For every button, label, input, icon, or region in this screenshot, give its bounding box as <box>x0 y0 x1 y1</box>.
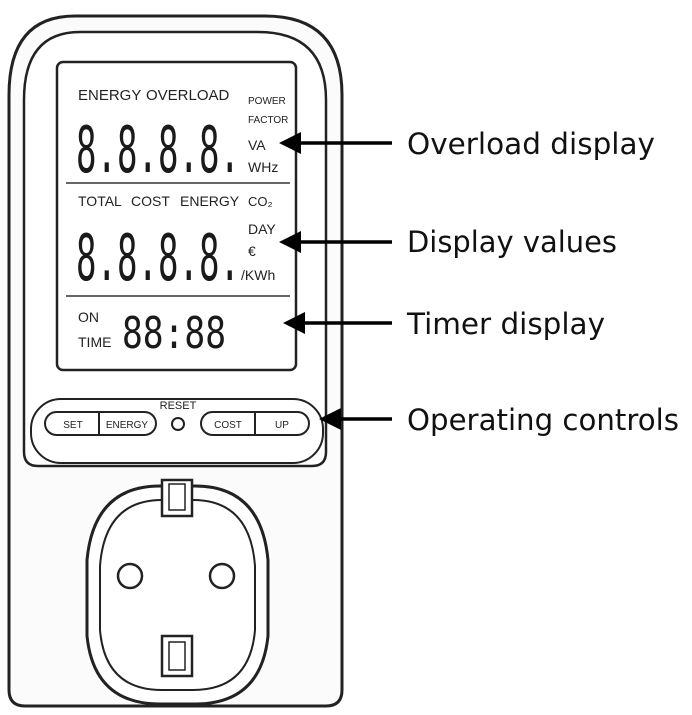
label-whz: WHz <box>248 159 278 175</box>
lcd-section-values: TOTAL COST ENERGY CO₂ DAY € /KWh 8.8.8.8… <box>76 193 276 296</box>
lcd-section-timer: ON TIME 88:88 <box>78 308 226 359</box>
arrow-timer <box>283 312 392 334</box>
label-co2: CO₂ <box>248 194 273 209</box>
socket <box>85 478 270 706</box>
arrow-values <box>279 231 392 253</box>
label-energy-top: ENERGY <box>78 87 141 104</box>
cost-button[interactable]: COST <box>214 420 242 431</box>
up-button[interactable]: UP <box>275 420 289 431</box>
callout-overload-display: Overload display <box>407 127 655 161</box>
lcd-screen: ENERGY OVERLOAD POWER FACTOR VA WHz 8.8.… <box>55 60 298 372</box>
label-energy-mid: ENERGY <box>180 193 240 209</box>
label-total: TOTAL <box>78 193 122 209</box>
callout-arrows <box>279 132 392 430</box>
arrow-overload <box>279 132 392 154</box>
callout-timer-display: Timer display <box>406 307 605 341</box>
socket-pin-hole-left <box>116 562 144 590</box>
lcd-section-overload: ENERGY OVERLOAD POWER FACTOR VA WHz 8.8.… <box>76 87 288 188</box>
label-kwh: /KWh <box>241 267 275 283</box>
socket-inner-ring <box>99 499 256 691</box>
socket-pin-hole-right <box>208 562 236 590</box>
callout-display-values: Display values <box>407 225 617 259</box>
label-time: TIME <box>78 334 111 350</box>
label-va: VA <box>248 137 266 153</box>
cost-button-label: COST <box>214 420 242 431</box>
left-button-group <box>44 411 157 436</box>
energy-button[interactable]: ENERGY <box>106 420 149 431</box>
label-cost: COST <box>131 193 170 209</box>
energy-button-label: ENERGY <box>106 420 149 431</box>
up-button-label: UP <box>275 420 289 431</box>
label-factor: FACTOR <box>248 115 288 126</box>
earth-clip-bottom-inner <box>168 641 186 671</box>
callout-operating-controls: Operating controls <box>407 403 679 437</box>
overload-digits: 8.8.8.8. <box>76 114 240 188</box>
controls-area: RESET SET ENERGY COST UP <box>30 398 324 464</box>
label-power: POWER <box>248 96 286 107</box>
callout-labels: Overload display Display values Timer di… <box>406 127 679 437</box>
reset-button[interactable] <box>171 417 185 431</box>
earth-clip-top-inner <box>168 483 186 511</box>
set-button[interactable]: SET <box>63 420 82 431</box>
timer-digits: 88:88 <box>122 308 226 359</box>
set-button-label: SET <box>63 420 82 431</box>
label-on: ON <box>78 309 99 325</box>
arrow-controls <box>319 408 392 430</box>
label-day: DAY <box>248 221 276 237</box>
label-overload: OVERLOAD <box>146 87 230 104</box>
lcd-frame <box>55 60 298 372</box>
reset-label: RESET <box>160 400 197 412</box>
values-digits: 8.8.8.8. <box>76 222 240 296</box>
label-euro: € <box>248 243 256 259</box>
